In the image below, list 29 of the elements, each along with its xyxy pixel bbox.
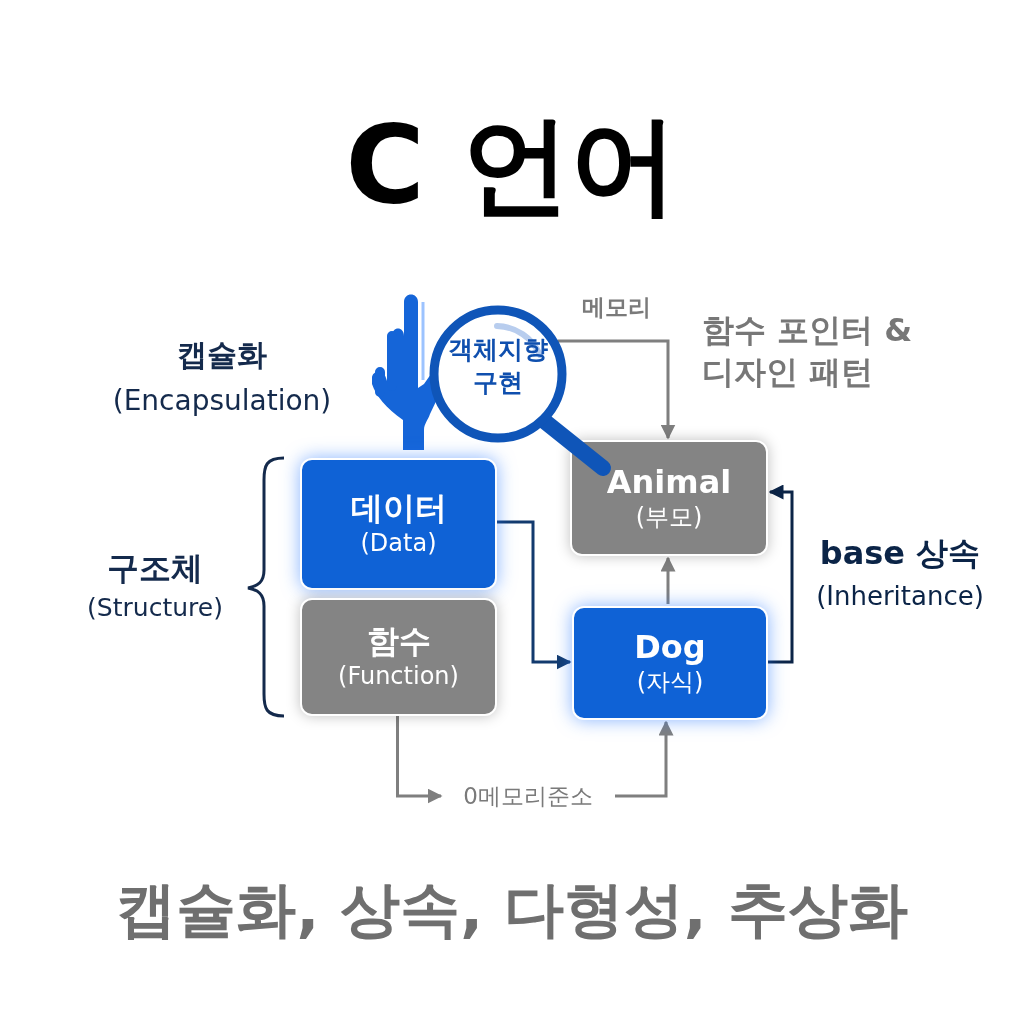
class-box [572,606,768,720]
box-subtitle: (Function) [338,660,459,692]
class-box [300,458,497,590]
text-label: 구조체 [106,548,204,589]
title: C 언어 [344,101,680,229]
arrow [396,716,443,804]
arrow [660,556,676,604]
box-title: 함수 [366,622,431,661]
box-subtitle: (Data) [360,527,437,559]
text-label: (Inheritance) [815,580,985,613]
box-subtitle: (자식) [636,666,704,698]
text-label: 함수 포인터 & 디자인 패턴 [702,310,914,393]
text-label: (Encapsulation) [111,383,333,419]
text-label: base 상속 [818,533,982,574]
text-label: 캡슐화 [176,336,268,374]
box-title: Animal [606,463,732,502]
arrow [497,520,572,670]
box-title: Dog [634,628,706,667]
caption: 캡슐화, 상속, 다형성, 추상화 [115,873,909,946]
arrow [768,484,794,664]
magnifier-text: 객체지향 구현 [447,334,549,399]
arrow [615,720,674,798]
memory-label: 0메모리준소 [462,782,594,811]
class-box [300,598,497,716]
box-subtitle: (부모) [635,501,703,533]
class-box [570,440,768,556]
arrow [557,339,676,440]
box-title: 데이터 [350,489,447,528]
text-label: (Structure) [86,592,224,624]
